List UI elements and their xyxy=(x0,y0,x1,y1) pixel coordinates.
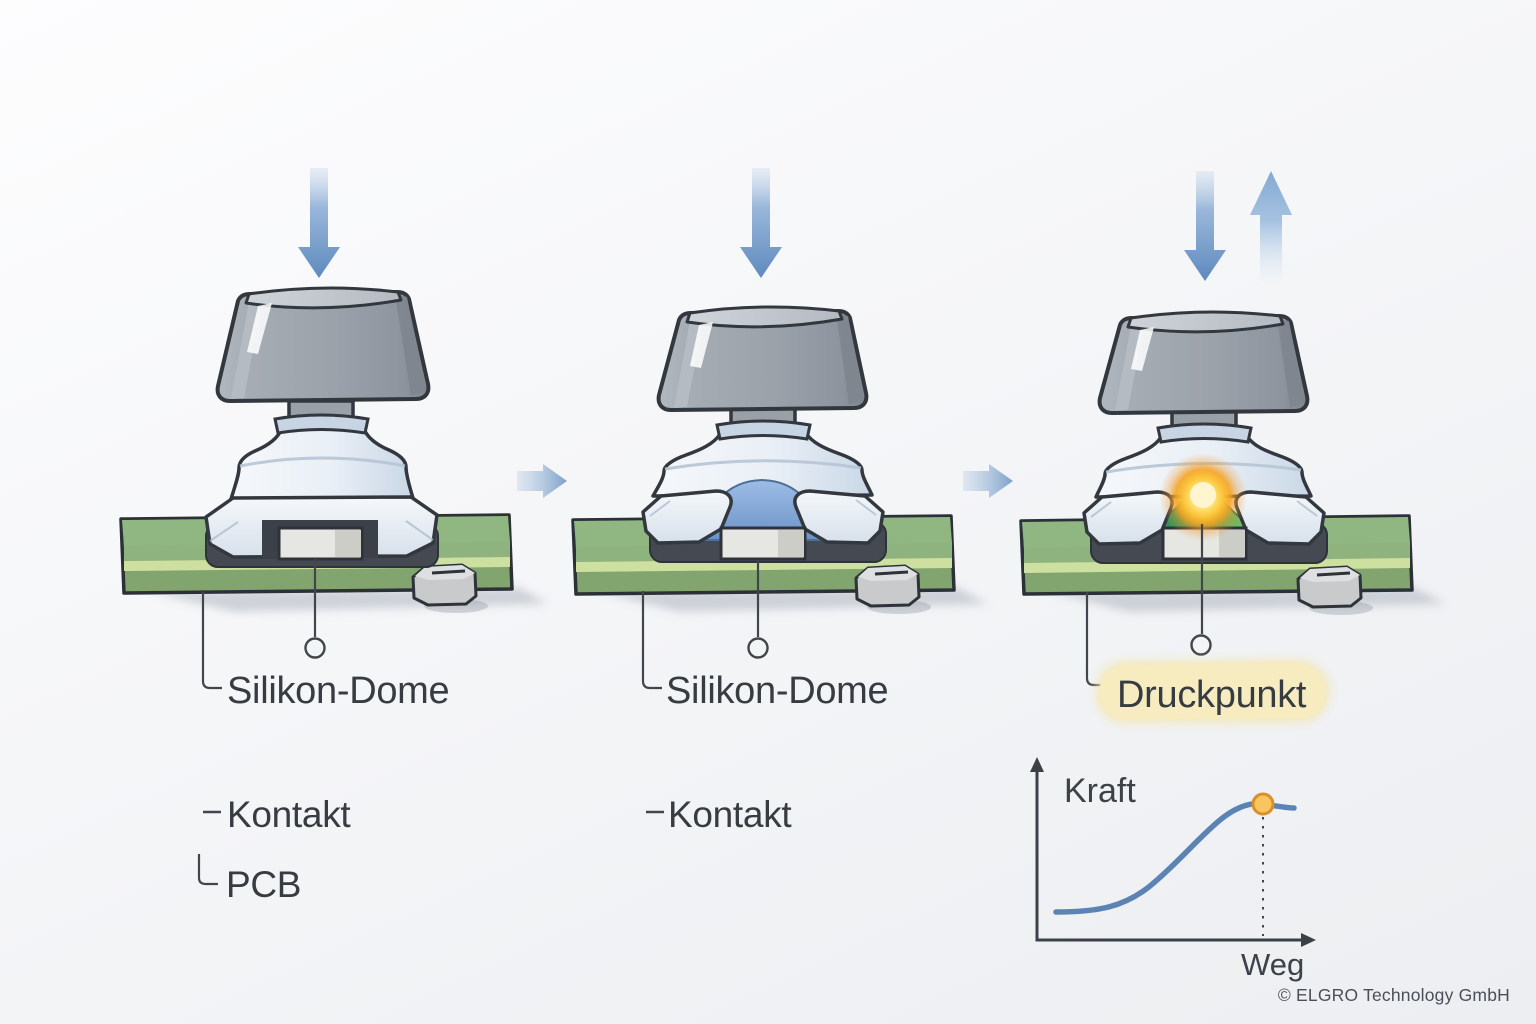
stage2-dome-label: Silikon-Dome xyxy=(666,670,889,712)
copyright-notice: © ELGRO Technology GmbH xyxy=(1277,985,1510,1005)
keycap-highlight xyxy=(1131,327,1154,371)
keycap-body xyxy=(1097,314,1310,415)
stage1-pcb-label: PCB xyxy=(226,864,302,905)
keycap-top xyxy=(685,305,844,329)
stage-3-leader-lines xyxy=(1085,524,1212,687)
stage1-dome-label: Silikon-Dome xyxy=(227,670,450,712)
actuation-glow xyxy=(1159,453,1247,541)
keycap xyxy=(1097,310,1310,415)
pcb-elbow xyxy=(197,854,218,886)
contact-block xyxy=(719,526,807,561)
step-arrow-icon xyxy=(517,464,567,498)
x-axis-arrowhead xyxy=(1301,933,1316,947)
force-travel-graph xyxy=(1030,757,1316,947)
stage-3-illustration xyxy=(1019,171,1446,687)
contact-marker-circle xyxy=(747,637,769,659)
force-curve xyxy=(1053,800,1297,915)
dome-collar xyxy=(1156,422,1253,444)
stage-2-illustration xyxy=(571,168,988,814)
graph-x-axis-label: Weg xyxy=(1241,947,1305,982)
press-arrow-icon xyxy=(1184,171,1226,281)
release-arrow-icon xyxy=(1250,171,1292,283)
silicone-dome-compressed xyxy=(651,419,874,498)
stage3-pressure-point-label: Druckpunkt xyxy=(1117,674,1307,716)
dome-crease xyxy=(664,459,862,471)
druckpunkt-marker-dot xyxy=(1251,792,1275,816)
y-axis-arrowhead xyxy=(1030,757,1044,772)
keycap-highlight xyxy=(247,303,272,354)
graph-y-axis-label: Kraft xyxy=(1064,772,1136,810)
keycap-body xyxy=(656,309,869,412)
contact-marker-circle xyxy=(1190,634,1212,656)
step-arrow-icon xyxy=(963,464,1013,498)
stage-1-illustration xyxy=(119,168,548,886)
contact-block xyxy=(277,526,364,561)
graph-axes xyxy=(1035,764,1309,942)
keycap xyxy=(656,305,869,412)
dome-crease xyxy=(239,456,406,468)
stage1-contact-label: Kontakt xyxy=(227,794,351,835)
keycap-top xyxy=(1126,310,1285,334)
keycap-highlight xyxy=(690,322,713,368)
silicone-dome xyxy=(229,413,415,501)
stage-2-leader-lines xyxy=(641,560,769,814)
stage-1-leader-lines xyxy=(197,559,326,886)
stage2-contact-label: Kontakt xyxy=(668,794,792,835)
keycap-top xyxy=(244,286,403,310)
press-arrow-icon xyxy=(740,168,782,278)
keycap-body xyxy=(215,290,431,403)
keycap xyxy=(215,286,431,403)
contact-marker-circle xyxy=(304,637,326,659)
dome-collar xyxy=(273,413,370,435)
switch-base-wings xyxy=(641,489,885,545)
dome-collar xyxy=(715,419,812,441)
press-arrow-icon xyxy=(298,168,340,278)
